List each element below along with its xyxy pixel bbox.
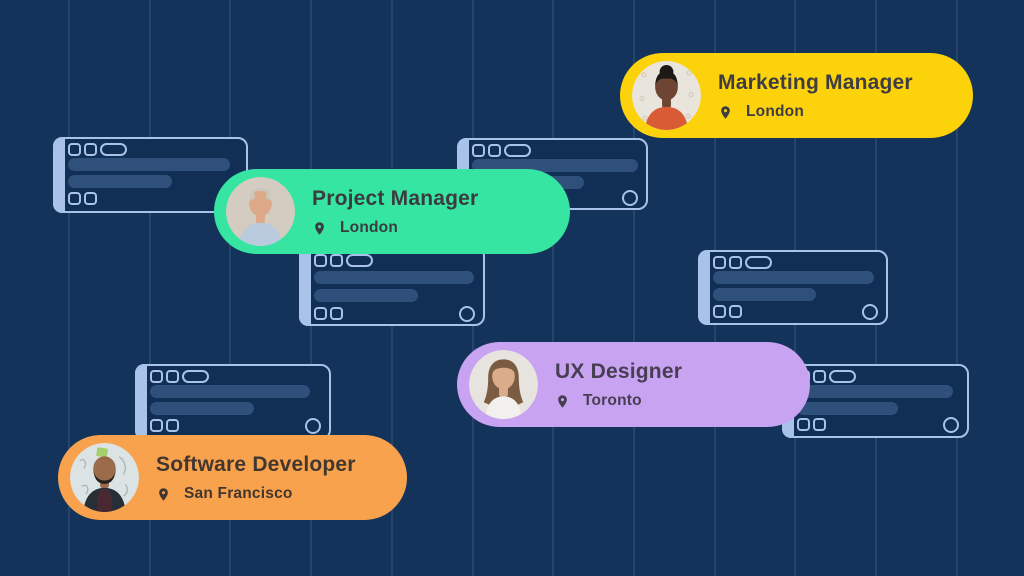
location-pin-icon: [721, 105, 730, 119]
location-pin-icon: [558, 394, 567, 408]
skeleton-text-bar: [713, 288, 816, 301]
footer-square: [150, 419, 163, 432]
window-control-square: [713, 256, 726, 269]
footer-square: [68, 192, 81, 205]
job-title: Software Developer: [156, 452, 356, 476]
skeleton-text-bar: [314, 289, 418, 302]
wireframe-browser-card: [53, 137, 248, 213]
footer-circle: [305, 418, 321, 434]
wireframe-browser-card: [782, 364, 969, 438]
skeleton-text-bar: [797, 385, 953, 398]
job-location: London: [746, 103, 805, 120]
window-control-square: [68, 143, 81, 156]
footer-circle: [943, 417, 959, 433]
window-control-square: [729, 256, 742, 269]
window-control-square: [488, 144, 501, 157]
footer-circle: [459, 306, 475, 322]
window-control-pill: [100, 143, 127, 156]
skeleton-text-bar: [314, 271, 474, 284]
window-control-pill: [504, 144, 531, 157]
grid-line: [229, 0, 232, 576]
job-card-marketing-manager[interactable]: Marketing Manager London: [620, 53, 973, 138]
location-pin-icon: [315, 221, 324, 235]
job-title: Marketing Manager: [718, 70, 913, 94]
avatar-photo: [70, 443, 139, 512]
window-control-square: [166, 370, 179, 383]
skeleton-text-bar: [713, 271, 874, 284]
card-left-strip: [135, 364, 147, 440]
skeleton-text-bar: [150, 402, 254, 415]
window-control-pill: [346, 254, 373, 267]
skeleton-text-bar: [68, 158, 230, 171]
job-card-ux-designer[interactable]: UX Designer Toronto: [457, 342, 810, 427]
window-control-pill: [829, 370, 856, 383]
job-location: San Francisco: [184, 485, 293, 502]
footer-square: [166, 419, 179, 432]
avatar-photo: [226, 177, 295, 246]
skeleton-text-bar: [68, 175, 172, 188]
skeleton-text-bar: [797, 402, 898, 415]
window-control-square: [330, 254, 343, 267]
wireframe-browser-card: [299, 246, 485, 326]
avatar-photo: [632, 61, 701, 130]
wireframe-browser-card: [135, 364, 331, 440]
window-control-pill: [182, 370, 209, 383]
grid-line: [552, 0, 555, 576]
grid-line: [68, 0, 70, 576]
footer-square: [797, 418, 810, 431]
footer-circle: [622, 190, 638, 206]
job-location: London: [340, 219, 399, 236]
job-title: UX Designer: [555, 359, 683, 383]
grid-line: [955, 0, 958, 576]
avatar-photo: [469, 350, 538, 419]
footer-square: [84, 192, 97, 205]
footer-square: [314, 307, 327, 320]
job-card-project-manager[interactable]: Project Manager London: [214, 169, 570, 254]
window-control-square: [314, 254, 327, 267]
window-control-square: [84, 143, 97, 156]
card-left-strip: [698, 250, 710, 325]
grid-line: [148, 0, 151, 576]
location-pin-icon: [159, 487, 168, 501]
card-left-strip: [299, 246, 311, 326]
window-control-pill: [745, 256, 772, 269]
window-control-square: [150, 370, 163, 383]
skeleton-text-bar: [472, 159, 638, 172]
job-location: Toronto: [583, 392, 642, 409]
window-control-square: [813, 370, 826, 383]
grid-line: [632, 0, 635, 576]
job-title: Project Manager: [312, 186, 479, 210]
footer-square: [813, 418, 826, 431]
skeleton-text-bar: [150, 385, 310, 398]
footer-square: [729, 305, 742, 318]
wireframe-browser-card: [698, 250, 888, 325]
footer-square: [330, 307, 343, 320]
job-card-software-developer[interactable]: Software Developer San Francisco: [58, 435, 407, 520]
footer-circle: [862, 304, 878, 320]
footer-square: [713, 305, 726, 318]
window-control-square: [472, 144, 485, 157]
card-left-strip: [53, 137, 65, 213]
